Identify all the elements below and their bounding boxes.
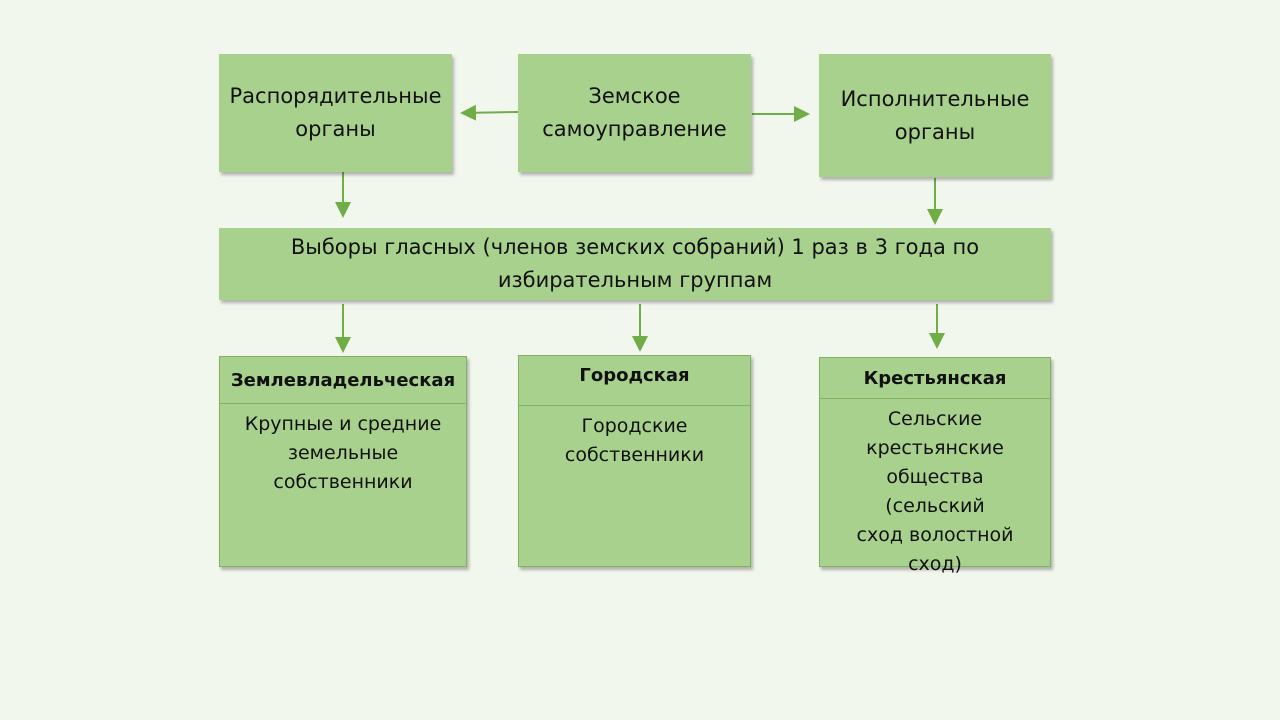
group-peasant-body: Сельские крестьянские общества (сельский…: [856, 408, 1014, 575]
group-landowners: Землевладельческая Крупные и средние зем…: [219, 356, 467, 567]
arrow-center-to-left: [460, 104, 519, 121]
group-urban: Городская Городские собственники: [518, 355, 751, 567]
box-executive-bodies-label: Исполнительные органы: [840, 86, 1030, 144]
box-elections: Выборы гласных (членов земских собраний)…: [219, 228, 1051, 300]
box-zemstvo-label: Земское самоуправление: [542, 84, 727, 141]
group-peasant-title: Крестьянская: [820, 358, 1050, 399]
box-executive-bodies: Исполнительные органы: [819, 54, 1051, 177]
box-administrative-bodies: Распорядительные органы: [219, 54, 452, 172]
group-peasant: Крестьянская Сельские крестьянские общес…: [819, 357, 1051, 575]
box-elections-label: Выборы гласных (членов земских собраний)…: [290, 235, 980, 292]
group-urban-title: Городская: [519, 356, 750, 406]
group-landowners-title: Землевладельческая: [220, 357, 466, 404]
box-administrative-bodies-label: Распорядительные органы: [229, 84, 442, 141]
box-zemstvo-self-government: Земское самоуправление: [518, 54, 751, 172]
group-landowners-body: Крупные и средние земельные собственники: [244, 413, 442, 493]
group-urban-body: Городские собственники: [564, 415, 705, 466]
